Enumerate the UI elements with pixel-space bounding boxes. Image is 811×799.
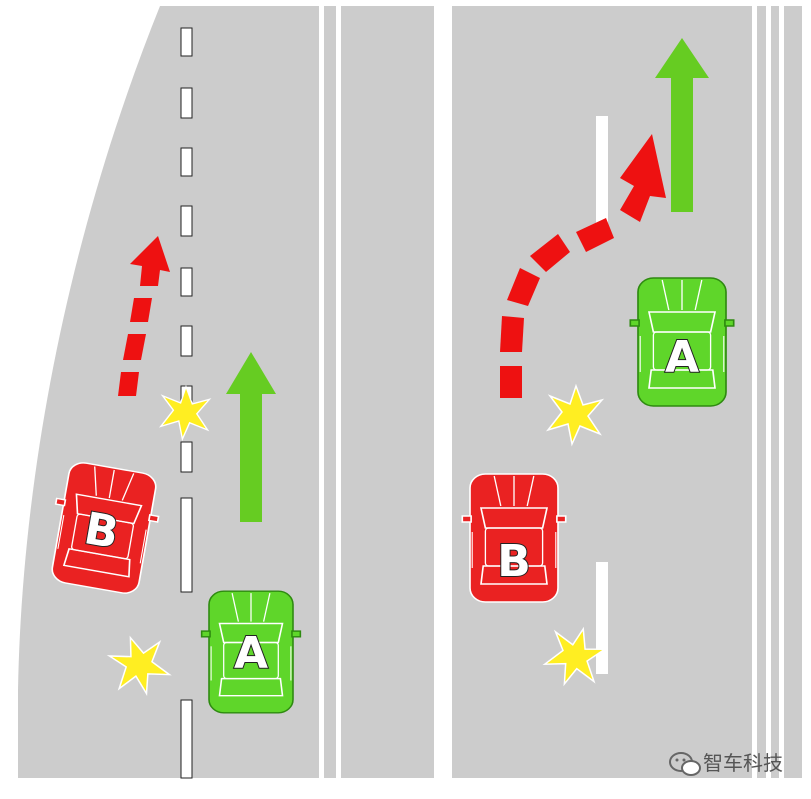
lane-dash [180,147,193,177]
lane-dash [180,267,193,297]
left-car-b: B [41,458,167,598]
left-car-b-arrow [118,236,170,396]
wechat-icon [669,752,701,776]
left-car-a: A [200,590,302,714]
right-car-a-arrow [655,38,709,212]
left-solid-line-1 [319,6,324,778]
right-car-a: A [629,277,735,407]
right-edge-line-2 [766,6,771,778]
watermark: 智车科技 [669,751,783,776]
left-car-a-label: A [234,628,268,679]
left-scene: B A [18,6,434,779]
right-edge-line-3 [779,6,784,778]
right-lane-segment-upper [596,116,608,226]
lane-dash [180,699,193,779]
watermark-text: 智车科技 [703,751,783,775]
lane-dash [180,27,193,57]
right-car-b-arrow [500,134,666,398]
lane-dash [180,441,193,473]
right-lane-segment-lower [596,562,608,674]
lane-dash [180,497,193,593]
right-car-b: B [461,473,567,603]
right-scene: A B [452,6,802,778]
lane-dash [180,87,193,119]
right-edge-line-1 [752,6,757,778]
left-car-a-arrow [226,352,276,522]
right-car-b-label: B [497,536,531,587]
lane-dash [180,325,193,357]
right-car-a-label: A [665,332,699,383]
lane-dash [180,205,193,237]
left-solid-line-2 [336,6,341,778]
